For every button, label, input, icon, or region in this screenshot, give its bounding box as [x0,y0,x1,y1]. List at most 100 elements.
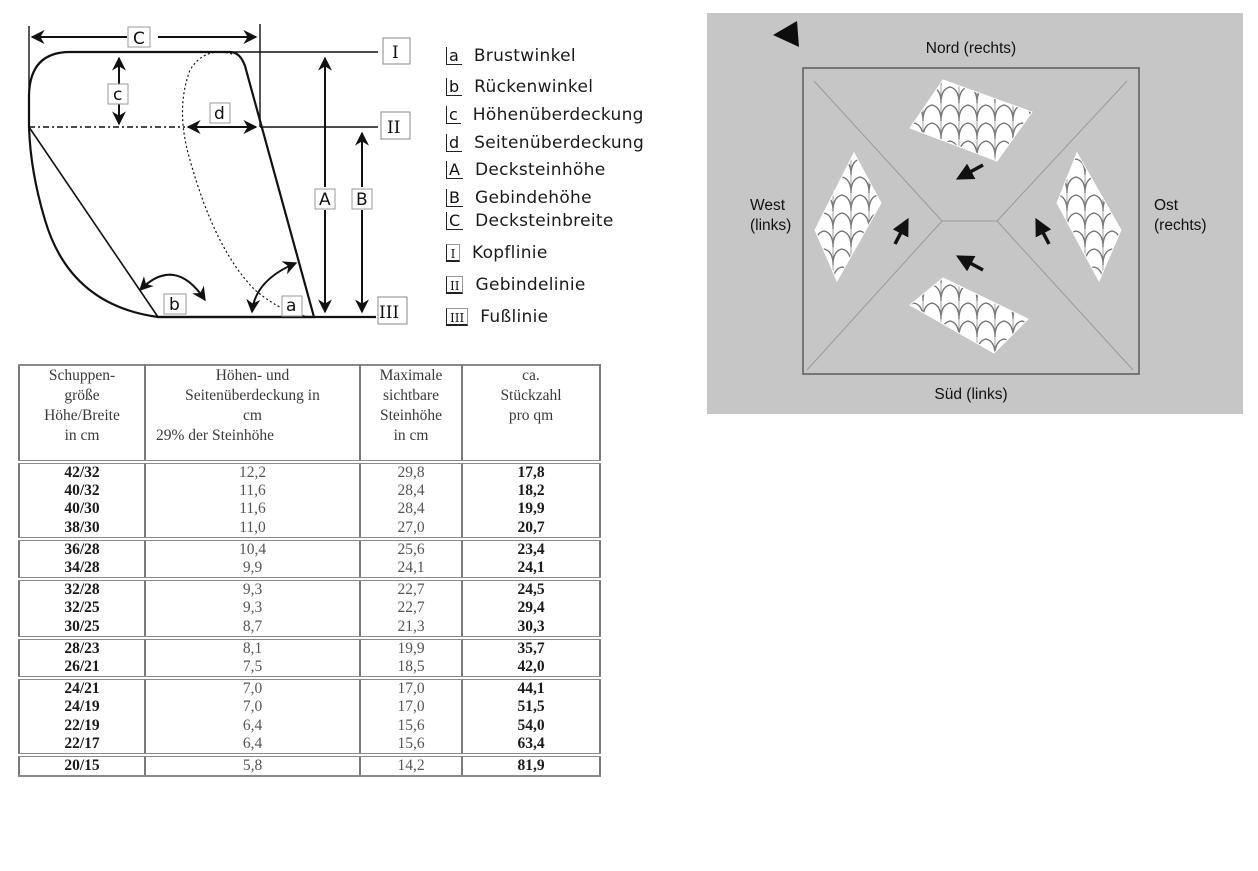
cell-visible-height: 29,8 [359,459,463,483]
cell-size: 38/30 [18,518,146,539]
cell-overlap: 8,1 [144,635,361,659]
cell-overlap: 5,8 [144,753,361,778]
cell-visible-height: 19,9 [359,635,463,659]
cell-size: 32/25 [18,599,146,618]
next-scale-outline [181,51,313,318]
legend-key: A [446,161,463,179]
legend-key: c [446,106,461,124]
cell-visible-height: 22,7 [359,599,463,618]
cell-visible-height: 27,0 [359,518,463,539]
cell-overlap: 6,4 [144,716,361,735]
cell-visible-height: 22,7 [359,577,463,600]
cell-visible-height: 28,4 [359,500,463,519]
label-south: Süd (links) [934,386,1007,403]
cell-pieces: 30,3 [461,617,601,638]
cell-visible-height: 15,6 [359,734,463,756]
cell-size: 40/30 [18,500,146,519]
legend-key: b [446,78,463,96]
label-I: I [382,37,411,65]
cell-visible-height: 28,4 [359,482,463,501]
cell-pieces: 42,0 [461,658,601,679]
cell-size: 34/28 [18,559,146,580]
roof-background [707,13,1243,414]
label-B: B [351,188,373,210]
legend-item-kopflinie: I Kopflinie [446,241,548,265]
cell-overlap: 7,0 [144,676,361,699]
tile-panel-west [814,151,882,283]
arrow-east-icon [1035,217,1052,245]
cell-pieces: 54,0 [461,716,601,735]
cell-visible-height: 21,3 [359,617,463,638]
legend-key: II [446,276,464,294]
cell-size: 40/32 [18,482,146,501]
cell-size: 20/15 [18,753,146,778]
cell-overlap: 9,3 [144,577,361,600]
svg-text:I: I [392,43,399,63]
legend-text: Brustwinkel [473,46,576,66]
label-II: II [380,111,411,140]
legend-text: Höhenüberdeckung [472,105,644,125]
legend-text: Kopflinie [472,243,548,263]
cell-size: 26/21 [18,658,146,679]
cell-visible-height: 24,1 [359,559,463,580]
cell-overlap: 6,4 [144,734,361,756]
legend-item-rueckenwinkel: b Rückenwinkel [446,75,593,99]
label-east: Ost [1154,197,1179,214]
arrow-north-icon [955,163,984,180]
svg-text:b: b [169,295,180,315]
legend-item-gebindehoehe: B Gebindehöhe [446,186,592,210]
tile-panel-north [909,79,1033,162]
label-west-sub: (links) [750,217,791,234]
legend-key: III [446,308,469,326]
cell-pieces: 24,5 [461,577,601,600]
legend-key: I [446,244,460,262]
label-c: c [107,83,129,105]
cell-visible-height: 15,6 [359,716,463,735]
cell-overlap: 7,5 [144,658,361,679]
tile-panel-south [909,277,1029,354]
cell-overlap: 10,4 [144,536,361,560]
cell-pieces: 35,7 [461,635,601,659]
cell-size: 32/28 [18,577,146,600]
cell-size: 30/25 [18,617,146,638]
legend-item-decksteinhoehe: A Decksteinhöhe [446,158,605,182]
cell-size: 22/17 [18,734,146,756]
label-north: Nord (rechts) [926,40,1016,57]
arrow-west-icon [892,217,909,245]
cell-pieces: 44,1 [461,676,601,699]
label-a: a [281,295,303,317]
tile-panel-east [1056,151,1122,283]
cell-pieces: 19,9 [461,500,601,519]
cell-size: 28/23 [18,635,146,659]
legend-item-brustwinkel: a Brustwinkel [446,44,576,68]
svg-text:c: c [113,85,122,105]
legend-text: Decksteinbreite [475,211,614,231]
cell-pieces: 20,7 [461,518,601,539]
svg-text:B: B [356,190,368,210]
svg-text:A: A [319,190,331,210]
label-A: A [314,188,336,210]
scale-geometry-diagram: C c d A B b a I II III [27,24,411,325]
cell-pieces: 63,4 [461,734,601,756]
arrow-south-icon [955,255,984,272]
legend-key: B [446,189,463,207]
roof-hip-lines [806,80,1134,371]
legend-item-gebindelinie: II Gebindelinie [446,273,586,297]
cell-pieces: 23,4 [461,536,601,560]
